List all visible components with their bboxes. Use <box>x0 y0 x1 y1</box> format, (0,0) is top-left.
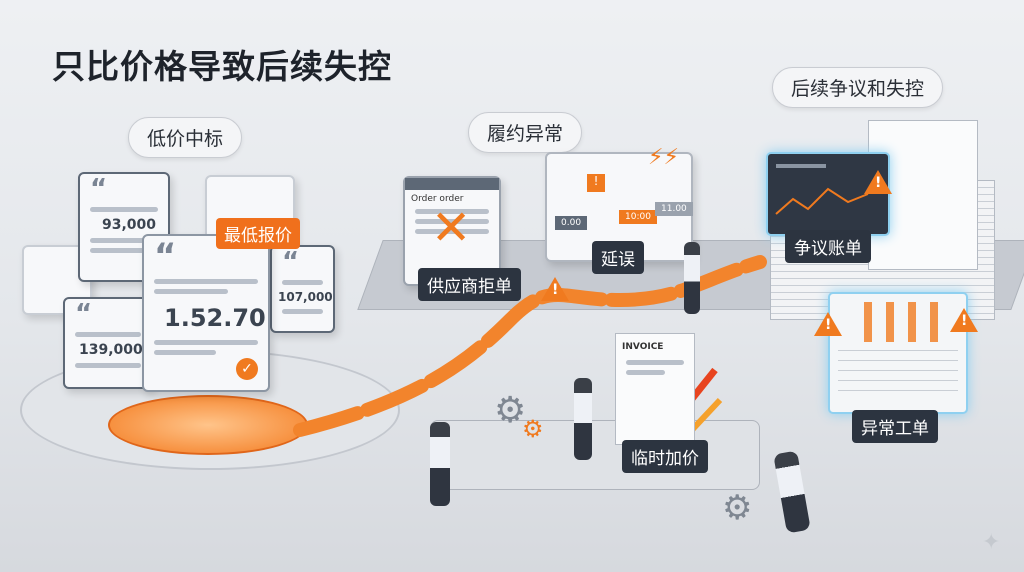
invoice-document: INVOICE <box>615 333 695 445</box>
dispute-bill-label: 争议账单 <box>785 230 871 263</box>
supplier-reject-label: 供应商拒单 <box>418 268 521 301</box>
order-window: Order order ✕ <box>403 176 501 286</box>
worried-person <box>430 422 450 506</box>
gear-icon: ⚙ <box>494 390 527 431</box>
work-order-panel <box>828 292 968 414</box>
work-order-label: 异常工单 <box>852 410 938 443</box>
podium-glow <box>108 395 308 455</box>
warning-icon: ! <box>864 170 892 194</box>
gear-icon: ⚙ <box>722 488 753 528</box>
section-label-abnormal: 履约异常 <box>468 112 583 153</box>
worried-person <box>574 378 592 460</box>
check-icon: ✓ <box>236 358 258 380</box>
bid-card: “ 107,000 <box>270 245 335 333</box>
section-label-low-bid: 低价中标 <box>128 117 243 158</box>
winning-bid-card: “ 1.52.70 ✓ <box>142 234 270 392</box>
sparkle-icon: ✦ <box>982 530 1001 555</box>
surcharge-label: 临时加价 <box>622 440 708 473</box>
page-title: 只比价格导致后续失控 <box>52 47 392 86</box>
section-label-dispute: 后续争议和失控 <box>772 67 944 108</box>
reject-x-icon: ✕ <box>431 200 472 256</box>
gear-icon: ⚙ <box>522 415 544 443</box>
dispute-bill-screen <box>766 152 890 236</box>
lightning-icon: ⚡⚡ <box>648 145 679 170</box>
warning-icon: ! <box>950 308 978 332</box>
delay-label: 延误 <box>592 241 644 274</box>
bid-card: “ 93,000 <box>78 172 170 282</box>
warning-icon: ! <box>541 277 569 301</box>
lowest-bid-tag: 最低报价 <box>216 218 300 249</box>
worried-person <box>684 242 700 314</box>
bid-card: “ 139,000 <box>63 297 153 389</box>
warning-icon: ! <box>814 312 842 336</box>
warning-icon: ! <box>587 174 605 192</box>
